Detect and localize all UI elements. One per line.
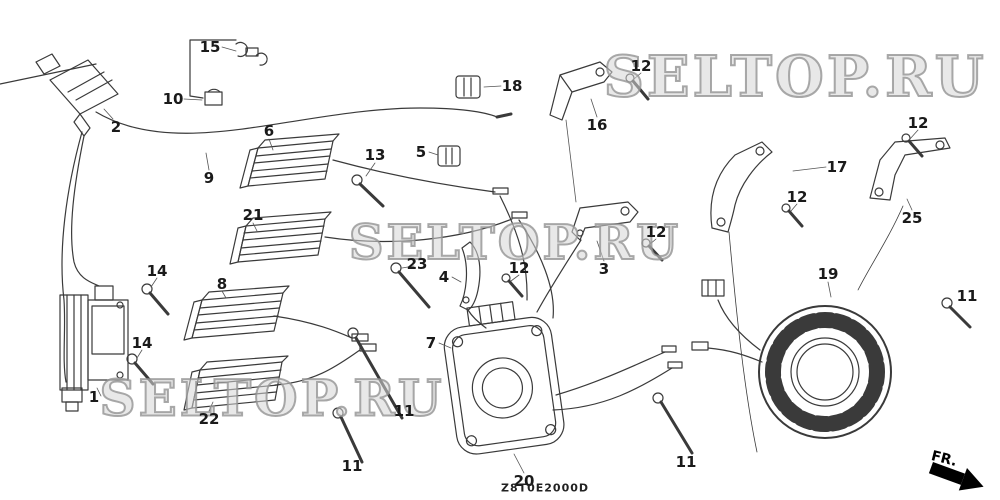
part-label-10: 10 [162,90,184,108]
bolt-11-b-drawing [332,407,364,464]
part-label-2: 2 [110,118,122,136]
part-label-11-4: 11 [956,287,978,305]
part-label-4: 4 [438,268,450,286]
part-label-14-2: 14 [131,334,153,352]
part-label-5: 5 [415,143,427,161]
part-label-13: 13 [364,146,386,164]
screw-12-e-drawing [641,238,664,262]
clip-10-drawing [204,88,223,106]
part-label-1: 1 [88,388,100,406]
diagram-code: Z8T0E2000D [500,481,590,495]
bolt-11-c-drawing [652,392,694,455]
bolt-11-a-drawing [347,327,404,420]
part-label-12-5: 12 [645,223,667,241]
part-label-11-3: 11 [675,453,697,471]
bolt-14-upper-drawing [141,283,170,316]
grommet-5-drawing [437,145,461,167]
screw-12-b-drawing [901,133,924,158]
part-label-17: 17 [826,158,848,176]
bracket-17-drawing [710,141,773,453]
part-label-16: 16 [586,116,608,134]
watermark-top: SELTOP.RU [602,43,987,111]
bracket-16-drawing [549,61,613,121]
leader-lines [96,46,919,474]
part-label-15: 15 [199,38,221,56]
coil-box-21-drawing [229,211,513,265]
part-label-23: 23 [406,255,428,273]
screw-12-c-drawing [781,203,804,228]
coil-box-8-drawing [183,285,369,342]
part-label-19: 19 [817,265,839,283]
bracket-3-drawing [536,201,639,313]
part-label-12-3: 12 [786,188,808,206]
part-label-6: 6 [263,122,275,140]
part-label-3: 3 [598,260,610,278]
screw-12-d-drawing [501,273,524,298]
coil-box-22-drawing [183,343,377,411]
part-label-12-1: 12 [630,57,652,75]
part-label-8: 8 [216,275,228,293]
spark-plug-cap-drawing [0,53,119,137]
part-label-18: 18 [501,77,523,95]
part-label-12-2: 12 [907,114,929,132]
watermark-middle: SELTOP.RU [348,214,682,272]
watermark-bottom: SELTOP.RU [99,368,445,429]
part-label-14-1: 14 [146,262,168,280]
clip-15-drawing [189,39,268,99]
part-label-20: 20 [513,472,535,490]
part-label-22: 22 [198,410,220,428]
part-label-9: 9 [203,169,215,187]
stator-19-drawing [691,279,892,439]
bolt-13-drawing [351,174,385,208]
bracket-4-drawing [459,241,487,329]
fr-direction-arrow [928,462,984,491]
part-label-25: 25 [901,209,923,227]
bolt-14-lower-drawing [126,353,155,386]
bolt-11-d-drawing [941,297,972,329]
coil-box-6-drawing [239,133,340,189]
bolt-23-drawing [390,262,431,309]
part-label-11-1: 11 [393,402,415,420]
part-label-21: 21 [242,206,264,224]
part-label-7: 7 [425,334,437,352]
wiring-drawing [332,159,683,411]
part-label-11-2: 11 [341,457,363,475]
bracket-25-drawing [857,137,951,291]
ignition-coil-drawing [59,285,129,412]
screw-12-a-drawing [625,73,650,101]
part-label-12-4: 12 [508,259,530,277]
high-tension-cord-drawing [61,107,513,383]
grommet-18-drawing [455,75,481,99]
coil-assembly-7-drawing [443,301,565,455]
